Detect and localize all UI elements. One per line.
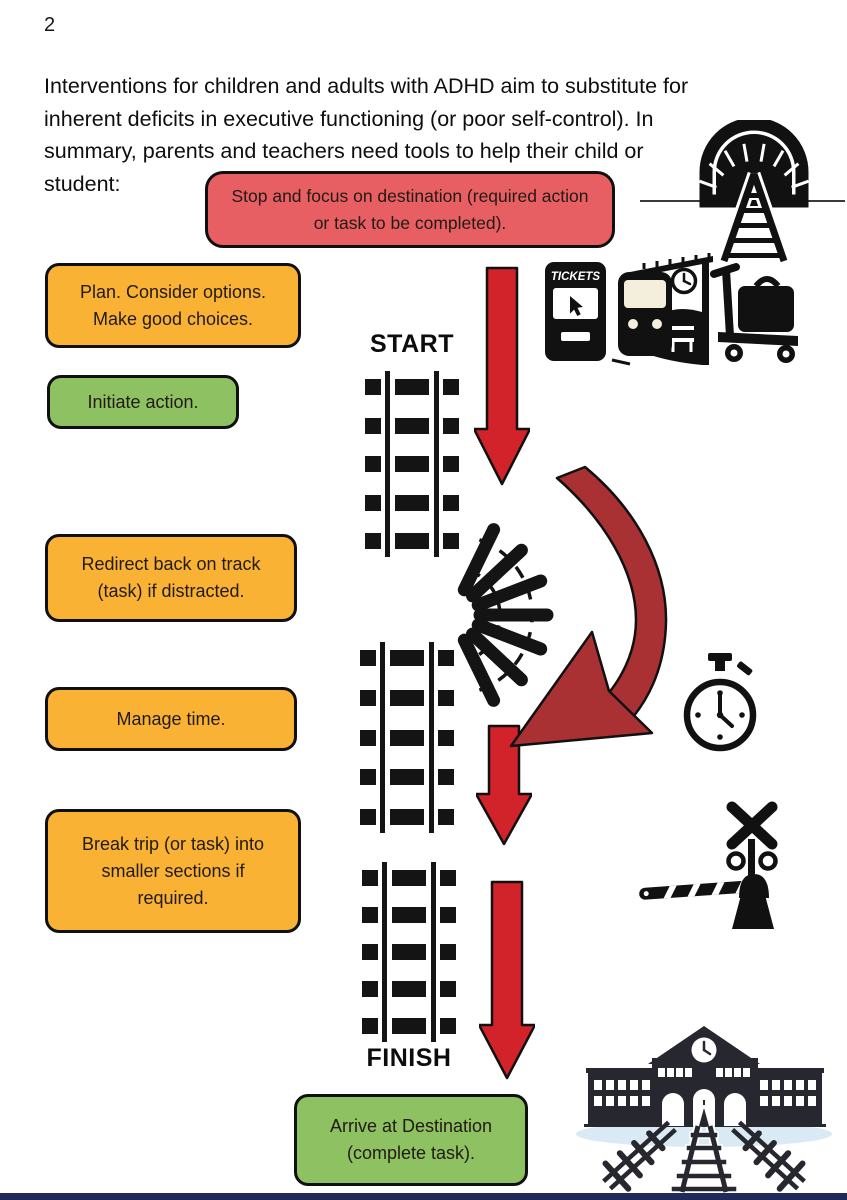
level-crossing-icon (639, 801, 778, 929)
luggage-cart-icon (710, 263, 798, 363)
train-station-icon (576, 1026, 832, 1194)
intro-paragraph: Interventions for children and adults wi… (44, 70, 814, 200)
redirect-box: Redirect back on track (task) if distrac… (45, 534, 297, 622)
break-trip-box: Break trip (or task) into smaller sectio… (45, 809, 301, 933)
break-trip-box-text: Break trip (or task) into smaller sectio… (81, 833, 265, 908)
manage-time-box-text: Manage time. (116, 708, 226, 729)
arrive-box: Arrive at Destination (complete task). (294, 1094, 528, 1186)
train-platform-icon (611, 253, 713, 366)
stop-box: Stop and focus on destination (required … (205, 171, 615, 248)
curved-track-icon (457, 523, 554, 707)
redirect-box-text: Redirect back on track (task) if distrac… (81, 554, 261, 601)
down-arrow-bottom (479, 880, 535, 1080)
intro-line: inherent deficits in executive functioni… (44, 106, 654, 131)
curved-arrow (509, 465, 668, 748)
start-label: START (370, 330, 454, 358)
railway-track-top (365, 371, 459, 557)
railway-track-bottom (362, 862, 456, 1042)
stopwatch-icon (683, 653, 757, 752)
page-number: 2 (44, 14, 56, 36)
arrive-box-text: Arrive at Destination (complete task). (329, 1116, 493, 1163)
manage-time-box: Manage time. (45, 687, 297, 751)
plan-box-text: Plan. Consider options. Make good choice… (79, 281, 267, 329)
intro-line: Interventions for children and adults wi… (44, 74, 689, 98)
railway-track-middle (360, 642, 454, 833)
down-arrow-top (474, 266, 530, 486)
stop-box-text: Stop and focus on destination (required … (231, 186, 589, 233)
train-tunnel-icon (640, 120, 845, 264)
intro-line: summary, parents and teachers need tools… (44, 139, 644, 163)
intro-line: student: (44, 171, 121, 196)
ticket-machine-icon: TICKETS (545, 262, 606, 361)
finish-label: FINISH (366, 1044, 452, 1072)
ticket-machine-label: TICKETS (551, 271, 601, 283)
initiate-box: Initiate action. (47, 375, 239, 429)
plan-box: Plan. Consider options. Make good choice… (45, 263, 301, 348)
footer-bar (0, 1193, 847, 1200)
initiate-box-text: Initiate action. (87, 391, 199, 412)
